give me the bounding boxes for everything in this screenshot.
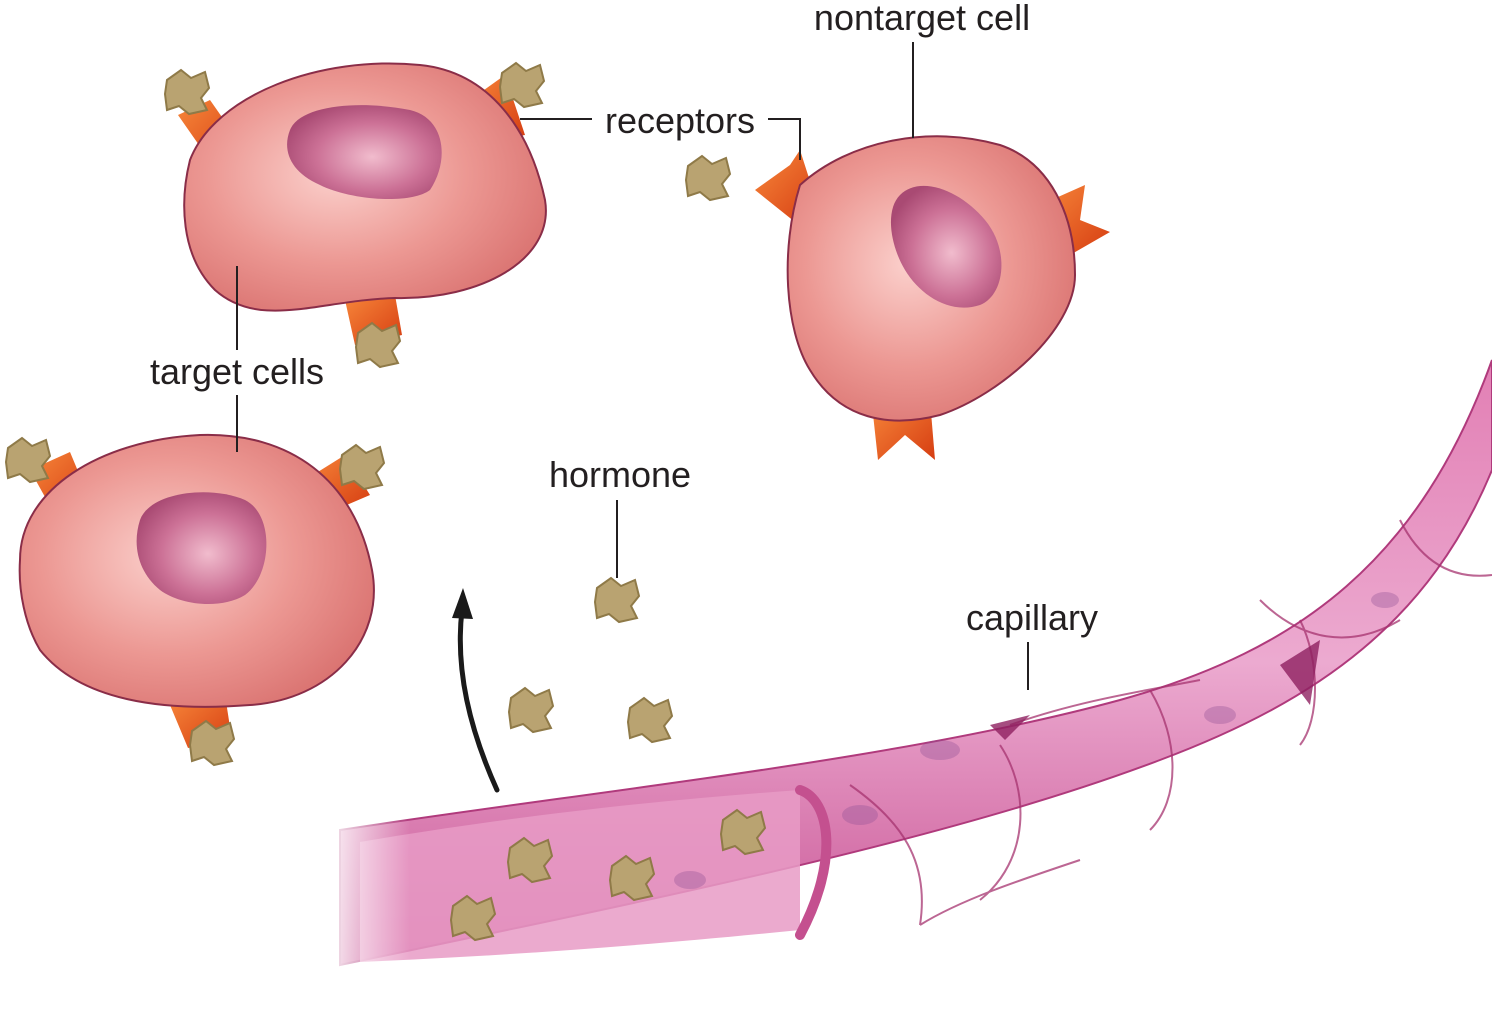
hormone-molecule-icon (685, 155, 731, 201)
capillary (320, 359, 1492, 1000)
hormone-molecule-icon (508, 687, 554, 733)
hormone-molecule-icon (627, 697, 673, 743)
label-text: target cells (150, 351, 324, 392)
label-text: hormone (549, 454, 691, 495)
target-cell-1 (164, 62, 547, 368)
hormone-molecule-icon (450, 895, 496, 941)
nucleus (287, 105, 442, 200)
receptor-icon (345, 295, 402, 368)
label-text: nontarget cell (814, 0, 1030, 38)
hormone-molecule-icon (609, 855, 655, 901)
hormone-molecule-icon (594, 577, 640, 623)
receptor-icon (170, 695, 235, 766)
label-capillary: capillary (966, 597, 1098, 690)
hormone-molecule-icon (507, 837, 553, 883)
curved-arrow-icon (452, 588, 500, 793)
label-text: capillary (966, 597, 1098, 638)
label-nontarget-cell: nontarget cell (814, 0, 1030, 138)
label-target-cells: target cells (150, 266, 324, 452)
cell-junction (990, 715, 1030, 740)
hormone-molecule-icon (720, 809, 766, 855)
nontarget-cell (755, 135, 1110, 460)
label-hormone: hormone (549, 454, 691, 578)
cell-junction (1280, 640, 1320, 705)
nucleus (890, 185, 1002, 308)
free-hormones (508, 155, 731, 743)
nucleus (136, 492, 267, 605)
target-cell-2 (5, 433, 385, 766)
label-text: receptors (605, 100, 755, 141)
label-receptors: receptors (520, 100, 801, 160)
